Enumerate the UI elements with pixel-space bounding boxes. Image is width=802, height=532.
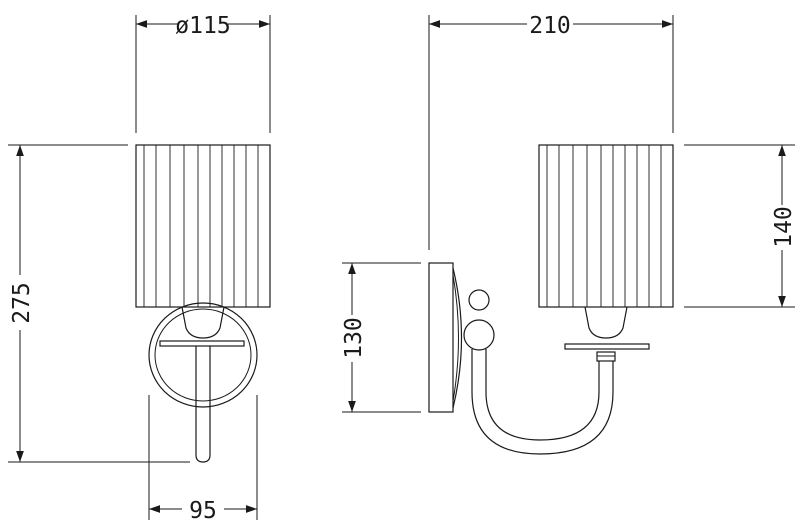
front-view: ø115 275 95 (8, 13, 271, 524)
front-stem (195, 346, 211, 463)
side-backplate-height-dimension: 130 (341, 262, 421, 413)
side-shade (538, 144, 674, 308)
front-bobeche (159, 340, 245, 347)
side-candle-cup (584, 306, 628, 339)
side-view: 210 140 130 (341, 13, 797, 455)
front-width-label: ø115 (175, 13, 230, 39)
front-candle-cup (181, 306, 225, 339)
side-backplate (428, 262, 463, 413)
side-upper-knob (468, 289, 490, 311)
front-width-dimension: ø115 (135, 13, 271, 133)
side-arm (471, 349, 614, 455)
front-height-label: 275 (9, 282, 35, 324)
side-depth-label: 210 (529, 13, 571, 39)
front-base-label: 95 (189, 498, 217, 524)
front-shade (135, 144, 271, 308)
front-base-dimension: 95 (148, 395, 258, 524)
side-bobeche (564, 343, 650, 350)
front-backplate (148, 302, 258, 408)
side-lower-knob (463, 319, 495, 351)
side-shade-height-label: 140 (771, 206, 797, 248)
side-backplate-height-label: 130 (341, 317, 367, 359)
side-shade-height-dimension: 140 (684, 144, 797, 308)
front-height-dimension: 275 (8, 144, 190, 463)
side-depth-dimension: 210 (428, 13, 674, 250)
